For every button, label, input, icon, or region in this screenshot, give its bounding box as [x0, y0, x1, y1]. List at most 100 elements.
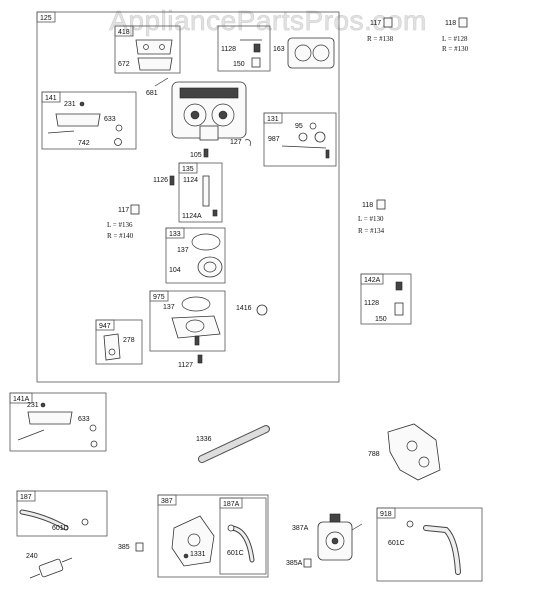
label-127: 127	[230, 139, 242, 146]
label-118b-l: L = #130	[358, 215, 384, 223]
label-633-a: 633	[104, 116, 116, 123]
label-1124a: 1124A	[182, 213, 202, 220]
carburetor-body-icon	[171, 81, 247, 141]
subgroup-133: 133 137 104	[165, 227, 226, 284]
label-1128-b: 1128	[364, 300, 379, 307]
manifold-788-icon	[387, 423, 441, 481]
label-142a: 142A	[364, 277, 381, 284]
subgroup-187: 187 601D	[16, 490, 108, 537]
label-187a: 187A	[223, 501, 240, 508]
label-150-a: 150	[233, 61, 245, 68]
gasket-418-icon	[135, 39, 173, 55]
fuel-filter-240-icon	[29, 557, 73, 579]
label-278: 278	[123, 337, 135, 344]
subgroup-131: 131 95 987	[263, 112, 337, 167]
fitting-385-icon	[135, 542, 144, 552]
label-1128-a: 1128	[221, 46, 236, 53]
bracket-141a-icon	[27, 411, 73, 425]
subgroup-418: 418 672	[114, 25, 181, 74]
label-118b-r: R = #134	[358, 227, 385, 235]
subgroup-135: 135 1124 1124A	[178, 162, 223, 223]
label-133: 133	[169, 231, 181, 238]
float-bowl-975-icon	[171, 315, 221, 339]
stud-117-b-icon	[130, 204, 140, 215]
gasket-672-icon	[137, 57, 173, 71]
hose-1336-icon	[198, 425, 270, 463]
label-1336: 1336	[196, 436, 212, 443]
subgroup-141: 141 231 633 742	[41, 91, 137, 150]
nut-1416-icon	[256, 304, 268, 316]
label-150-b: 150	[375, 316, 387, 323]
bracket-141-icon	[55, 113, 101, 127]
label-118-b: 118	[362, 202, 373, 209]
label-104: 104	[169, 267, 181, 274]
spring-127-icon	[244, 139, 251, 147]
diaphragm-icon	[314, 131, 326, 143]
label-1331: 1331	[190, 551, 206, 558]
stud-118-b-icon	[376, 199, 386, 210]
label-1416: 1416	[236, 305, 252, 312]
gasket-163-icon	[287, 37, 335, 69]
fitting-681-icon	[154, 77, 169, 87]
spacer-icon	[251, 57, 261, 68]
subgroup-918: 918 601C	[376, 507, 483, 582]
linkage-icon	[47, 130, 75, 134]
spacer-b-icon	[394, 302, 404, 316]
watermark-text: AppliancePartsPros.com	[109, 5, 427, 36]
label-987: 987	[268, 136, 280, 143]
fuel-pump-387-icon	[171, 515, 215, 567]
subgroup-141a: 141A 231 633	[9, 392, 107, 452]
label-387: 387	[161, 498, 173, 505]
label-95: 95	[295, 123, 303, 130]
stud-118-a-icon	[458, 17, 468, 28]
label-601c-a: 601C	[227, 550, 244, 557]
label-975: 975	[153, 294, 165, 301]
label-163: 163	[273, 46, 285, 53]
solenoid-icon	[103, 333, 121, 361]
label-788: 788	[368, 451, 380, 458]
label-918: 918	[380, 511, 392, 518]
label-131: 131	[267, 116, 279, 123]
label-117-a: 117	[370, 20, 381, 27]
group-125-label: 125	[40, 15, 52, 22]
label-141a: 141A	[13, 396, 30, 403]
label-r138: R = #138	[367, 35, 394, 43]
label-135: 135	[182, 166, 194, 173]
label-1126: 1126	[153, 177, 168, 184]
label-385a: 385A	[286, 560, 303, 567]
stud-117-a-icon	[383, 17, 393, 28]
screw-231-a-icon	[79, 101, 85, 107]
label-118a-l: L = #128	[442, 35, 468, 43]
subgroup-1128-150-top: 1128 150	[217, 25, 271, 72]
label-240: 240	[26, 553, 38, 560]
nut-icon	[253, 43, 261, 53]
label-947: 947	[99, 323, 111, 330]
label-672: 672	[118, 61, 130, 68]
label-105: 105	[190, 152, 202, 159]
label-117b-r: R = #140	[107, 232, 134, 240]
label-117b-l: L = #136	[107, 221, 133, 229]
label-601c-b: 601C	[388, 540, 405, 547]
subgroup-142a: 142A 1128 150	[360, 273, 412, 325]
subgroup-947: 947 278	[95, 319, 143, 365]
label-385: 385	[118, 544, 130, 551]
label-118a-r: R = #130	[442, 45, 469, 53]
label-117-b: 117	[118, 207, 129, 214]
o-ring-icon	[191, 233, 221, 251]
subgroup-387: 387 1331 187A 601C	[157, 494, 269, 578]
screw-1127-icon	[197, 354, 203, 364]
jet-1126-icon	[169, 175, 175, 186]
fitting-385a-icon	[303, 558, 312, 568]
screw-105-icon	[203, 148, 209, 158]
label-418: 418	[118, 29, 130, 36]
emulsion-tube-icon	[202, 175, 210, 207]
label-1127: 1127	[178, 362, 193, 369]
label-387a: 387A	[292, 525, 309, 532]
fuel-pump-387a-icon	[317, 513, 363, 561]
group-125-tag	[36, 11, 56, 23]
label-118-a: 118	[445, 20, 456, 27]
float-bowl-icon	[197, 256, 223, 278]
label-141: 141	[45, 95, 57, 102]
label-137-b: 137	[163, 304, 175, 311]
